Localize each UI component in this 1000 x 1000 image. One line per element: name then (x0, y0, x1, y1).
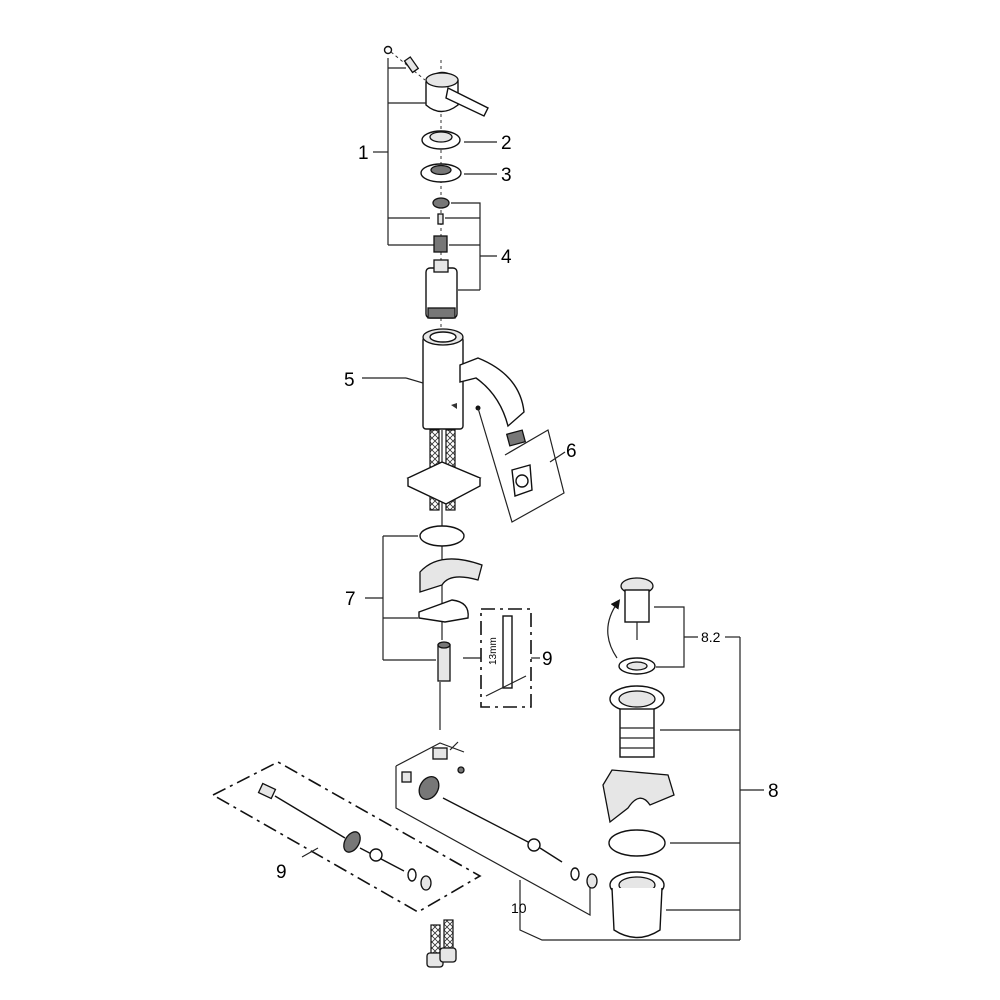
gasket-icon (608, 829, 666, 857)
part-6-aerator[interactable] (475, 405, 565, 523)
callout-8-1: 8.2 (701, 629, 721, 645)
callout-1: 1 (358, 143, 369, 164)
lift-rod-stub (405, 377, 424, 384)
spout-icon (459, 357, 525, 428)
callout-10: 9 (276, 862, 287, 883)
callout-9: 9 (542, 649, 553, 670)
callout-bracket-4 (445, 202, 481, 291)
rod-clamp-icon (432, 747, 448, 760)
rotate-arrow-icon (607, 599, 621, 659)
callout-2: 2 (501, 133, 512, 154)
spring-clip-icon (418, 776, 440, 800)
callout-4: 4 (501, 247, 512, 268)
part-1-lever-handle[interactable] (383, 45, 489, 117)
callout-3: 3 (501, 165, 512, 186)
grub-screw-icon (403, 56, 420, 74)
part-2-cover-ring[interactable] (421, 130, 461, 150)
callout-6: 6 (566, 441, 577, 462)
lever-arm-icon (445, 86, 489, 117)
part-3-escutcheon[interactable] (420, 163, 462, 183)
callout-5: 5 (344, 370, 355, 391)
part-7-mounting-set[interactable] (418, 525, 483, 730)
aerator-insert-icon (505, 429, 527, 447)
tool-size-label: 13mm (488, 637, 499, 665)
basin-section-icon (602, 769, 675, 824)
linkage-frame (395, 742, 591, 917)
cap-nut-icon (383, 45, 393, 55)
clamp-screw-icon (401, 771, 412, 783)
part-5-mixer-body[interactable] (405, 328, 525, 430)
mounting-plate-edge (407, 478, 481, 505)
part-9-tool[interactable]: 13mm (480, 608, 532, 708)
callout-bracket-8 (660, 637, 741, 940)
callout-8: 8 (768, 781, 779, 802)
counter-section-icon (419, 558, 483, 593)
callout-bracket-8-1 (654, 606, 698, 668)
part-8-waste-assembly[interactable] (602, 685, 675, 939)
hose-connectors (426, 919, 457, 968)
part-4-cartridge[interactable] (425, 197, 458, 319)
linkage-set-frame (211, 761, 482, 913)
part-8-2-linkage[interactable] (395, 741, 598, 917)
callout-bracket-7 (382, 535, 436, 661)
callout-leader-10 (301, 847, 319, 858)
callout-leader-6 (549, 451, 566, 463)
callout-8-2: 10 (511, 900, 527, 916)
aerator-frame (477, 407, 565, 523)
part-8-1-popup-plug[interactable] (607, 577, 656, 675)
horseshoe-washer-icon (418, 599, 469, 623)
part-10-extended-linkage[interactable] (211, 761, 482, 913)
callout-7: 7 (345, 589, 356, 610)
callout-bracket-8-2 (519, 880, 740, 941)
